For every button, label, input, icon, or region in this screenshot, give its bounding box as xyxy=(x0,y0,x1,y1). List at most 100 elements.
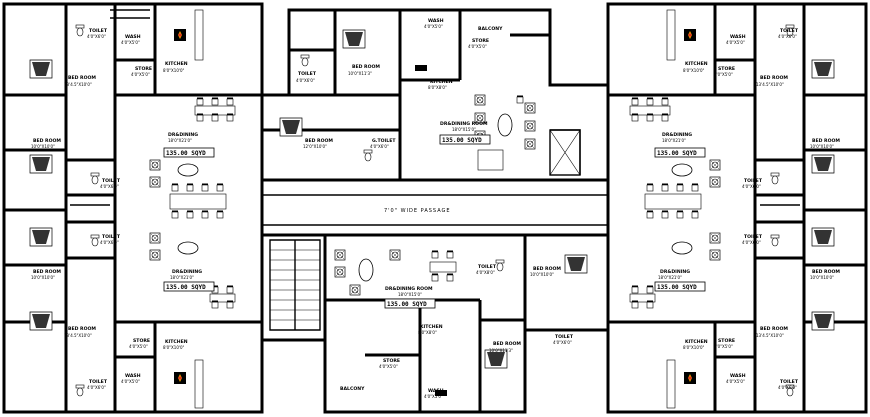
dim-toilet-l3: 4'0"X6'0" xyxy=(100,240,119,245)
area-label-cb: 135.00 SQYD xyxy=(387,301,427,308)
area-label-lt: 135.00 SQYD xyxy=(166,150,206,157)
label-toilet-lb: TOILET xyxy=(89,379,108,385)
label-wash-lt: WASH xyxy=(125,34,141,40)
label-store-rt: STORE xyxy=(718,66,735,72)
dim-toilet-rt: 4'0"X6'0" xyxy=(778,34,797,39)
area-label-rb: 135.00 SQYD xyxy=(657,284,697,291)
label-store-rb: STORE xyxy=(718,338,735,344)
dim-store-cb: 4'0"X5'0" xyxy=(379,364,398,369)
dim-toilet-cb2: 4'0"X6'0" xyxy=(553,340,572,345)
dim-bed-ct: 10'0"X11'3" xyxy=(348,71,372,76)
label-toilet-cb2: TOILET xyxy=(555,334,574,340)
label-toilet-rb: TOILET xyxy=(780,379,799,385)
dim-bed-cb: 10'0"X10'0" xyxy=(530,272,554,277)
dim-toilet-l2: 4'0"X6'0" xyxy=(100,184,119,189)
dim-bed-ct2: 12'0"X10'0" xyxy=(303,144,327,149)
room-labels: BED ROOM 13'4.5"X10'0" KITCHEN 8'0"X10'0… xyxy=(31,18,840,399)
area-label-lb: 135.00 SQYD xyxy=(166,284,206,291)
dim-kitchen-rt: 8'0"X10'0" xyxy=(683,68,705,73)
dim-wash-lt: 4'0"X5'0" xyxy=(121,40,140,45)
label-toilet-l3: TOILET xyxy=(102,234,121,240)
label-dining-lb: DR&DINING xyxy=(172,269,202,275)
label-wash-cb: WASH xyxy=(428,388,444,394)
area-label-ct: 135.00 SQYD xyxy=(442,137,482,144)
label-kitchen-cb: KITCHEN xyxy=(420,324,443,330)
dim-bed-r2: 10'0"X10'0" xyxy=(810,144,834,149)
dim-store-lb: 4'0"X5'0" xyxy=(129,344,148,349)
dim-toilet-r2: 4'0"X6'0" xyxy=(742,184,761,189)
label-toilet-r3: TOILET xyxy=(744,234,763,240)
dim-kitchen-cb: 8'0"X8'0" xyxy=(418,330,437,335)
dim-kitchen-rb: 8'0"X10'0" xyxy=(683,345,705,350)
dim-bed-rb: 13'4.5"X10'0" xyxy=(756,333,784,338)
label-gtoilet-ct: G.TOILET xyxy=(372,138,396,144)
dim-bed-cb2: 10'0"X11'3" xyxy=(489,348,513,353)
label-toilet-cb: TOILET xyxy=(478,264,497,270)
label-store-ct: STORE xyxy=(472,38,489,44)
dim-bed-l2: 10'0"X10'0" xyxy=(31,144,55,149)
dim-toilet-rb: 4'0"X6'0" xyxy=(778,385,797,390)
dim-dining-lt: 18'0"X21'0" xyxy=(168,138,192,143)
dim-bed-r3: 10'0"X10'0" xyxy=(810,275,834,280)
label-store-cb: STORE xyxy=(383,358,400,364)
dim-store-lt: 4'0"X5'0" xyxy=(131,72,150,77)
dim-gtoilet-ct: 4'0"X6'0" xyxy=(370,144,389,149)
label-bed-room-l2: BED ROOM xyxy=(33,138,61,144)
label-wash-ct: WASH xyxy=(428,18,444,24)
label-bed-room-r3: BED ROOM xyxy=(812,269,840,275)
label-kitchen-rt: KITCHEN xyxy=(685,61,708,67)
dim-store-rb: 4'0"X5'0" xyxy=(714,344,733,349)
label-dining-rt: DR&DINING xyxy=(662,132,692,138)
label-dining-ct: DR&DINING ROOM xyxy=(440,121,488,127)
label-toilet-l2: TOILET xyxy=(102,178,121,184)
dim-wash-rb: 4'0"X5'0" xyxy=(726,379,745,384)
label-store-lb: STORE xyxy=(133,338,150,344)
label-store-lt: STORE xyxy=(135,66,152,72)
label-bed-room-ct2: BED ROOM xyxy=(305,138,333,144)
area-label-rt: 135.00 SQYD xyxy=(657,150,697,157)
dim-wash-ct: 4'0"X5'0" xyxy=(424,24,443,29)
label-toilet-lt: TOILET xyxy=(89,28,108,34)
label-dining-cb: DR&DINING ROOM xyxy=(385,286,433,292)
dim-dining-lb: 18'0"X21'0" xyxy=(170,275,194,280)
label-dining-rb: DR&DINING xyxy=(660,269,690,275)
dim-toilet-lb: 4'0"X6'0" xyxy=(87,385,106,390)
label-dining-lt: DR&DINING xyxy=(168,132,198,138)
dim-kitchen-lt: 8'0"X10'0" xyxy=(163,68,185,73)
label-bed-room-l3: BED ROOM xyxy=(33,269,61,275)
label-kitchen-ct: KITCHEN xyxy=(430,79,453,85)
dim-toilet-ct: 4'0"X6'0" xyxy=(296,78,315,83)
dim-kitchen-ct: 8'0"X8'0" xyxy=(428,85,447,90)
label-bed-room-rt: BED ROOM xyxy=(760,75,788,81)
label-bed-room-rb: BED ROOM xyxy=(760,326,788,332)
label-bed-room-r2: BED ROOM xyxy=(812,138,840,144)
dim-dining-rb: 18'0"X21'0" xyxy=(658,275,682,280)
dim-bed-l3: 10'0"X10'0" xyxy=(31,275,55,280)
label-wash-lb: WASH xyxy=(125,373,141,379)
dim-bed-rt: 13'4.5"X10'0" xyxy=(756,82,784,87)
label-bed-room-lt: BED ROOM xyxy=(68,75,96,81)
label-toilet-ct: TOILET xyxy=(298,71,317,77)
label-bed-room-cb: BED ROOM xyxy=(533,266,561,272)
label-wash-rb: WASH xyxy=(730,373,746,379)
dim-bed-lt: 13'4.5"X10'0" xyxy=(64,82,92,87)
label-kitchen-lb: KITCHEN xyxy=(165,339,188,345)
dim-wash-rt: 4'0"X5'0" xyxy=(726,40,745,45)
label-kitchen-lt: KITCHEN xyxy=(165,61,188,67)
dim-dining-rt: 18'0"X21'0" xyxy=(662,138,686,143)
furniture xyxy=(29,9,835,409)
dim-dining-ct: 18'0"X15'0" xyxy=(452,127,476,132)
label-kitchen-rb: KITCHEN xyxy=(685,339,708,345)
dim-toilet-lt: 4'0"X6'0" xyxy=(87,34,106,39)
label-toilet-rt: TOILET xyxy=(780,28,799,34)
label-balcony-ct: BALCONY xyxy=(478,26,503,32)
label-bed-room-lb: BED ROOM xyxy=(68,326,96,332)
dim-toilet-r3: 4'0"X6'0" xyxy=(742,240,761,245)
dim-store-rt: 4'0"X5'0" xyxy=(714,72,733,77)
dim-bed-lb: 13'4.5"X10'0" xyxy=(64,333,92,338)
dim-store-ct: 4'0"X5'0" xyxy=(468,44,487,49)
label-balcony-cb: BALCONY xyxy=(340,386,365,392)
passage-label: 7'0" WIDE PASSAGE xyxy=(384,208,451,214)
label-bed-room-ct: BED ROOM xyxy=(352,64,380,70)
